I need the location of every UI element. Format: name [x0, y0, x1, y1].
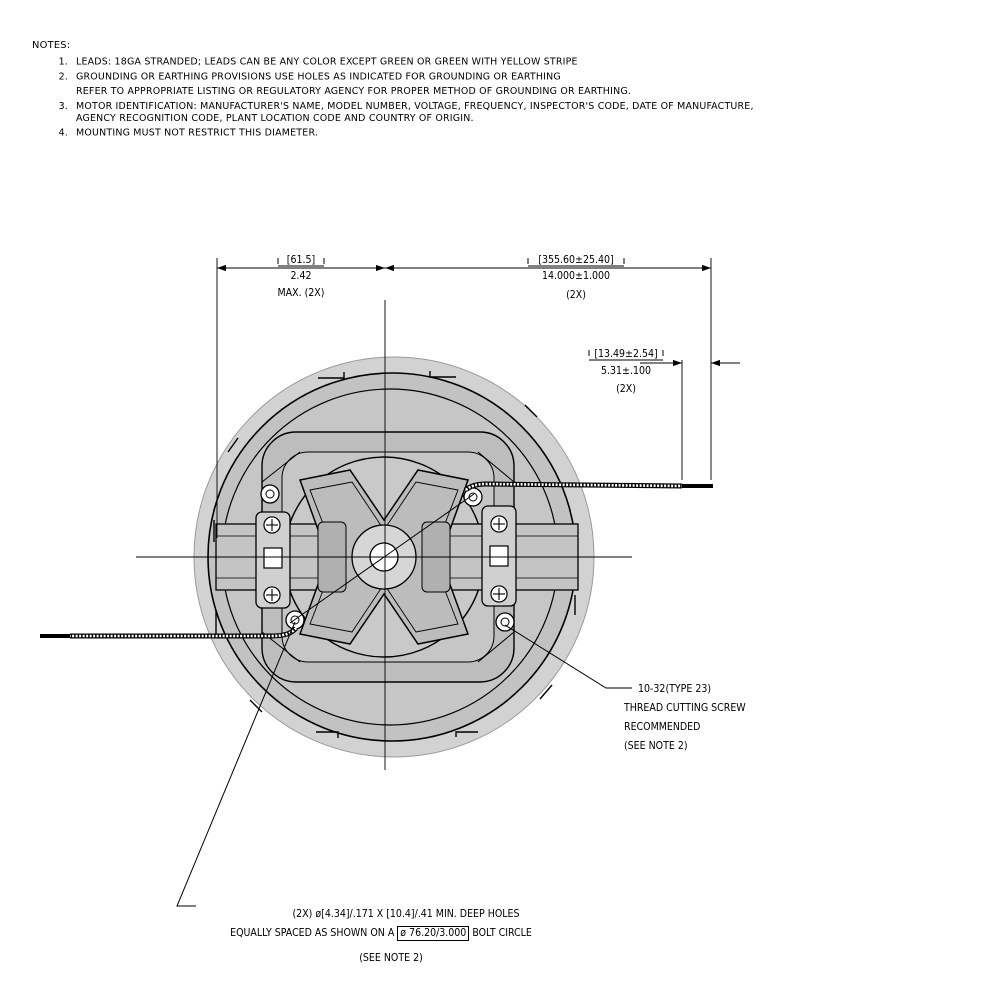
lead-wire-right [464, 481, 713, 492]
screw-icon [263, 586, 281, 604]
dim-strip-metric: [13.49±2.54] [594, 348, 657, 360]
note-text: MOTOR IDENTIFICATION: MANUFACTURER'S NAM… [76, 100, 754, 112]
bolt-circle-diagonal [289, 493, 475, 624]
hole-callout: (2X) ø[4.34]/.171 X [10.4]/.41 MIN. DEEP… [156, 905, 606, 968]
lead-wire-left [40, 626, 298, 639]
grounding-hole-upper [260, 484, 483, 507]
leader-lines [176, 621, 632, 907]
dim-right-qualifier: (2X) [566, 289, 586, 301]
screw-callout-line-1: 10-32(TYPE 23) [638, 683, 711, 695]
note-text: GROUNDING OR EARTHING PROVISIONS USE HOL… [76, 71, 561, 83]
note-text: LEADS: 18GA STRANDED; LEADS CAN BE ANY C… [76, 56, 578, 68]
note-text: MOUNTING MUST NOT RESTRICT THIS DIAMETER… [76, 127, 319, 139]
screw-callout-line-2: THREAD CUTTING SCREW [623, 702, 746, 714]
note-2: 2. GROUNDING OR EARTHING PROVISIONS USE … [32, 69, 992, 84]
screw-icon [490, 515, 508, 533]
note-3: 3. MOTOR IDENTIFICATION: MANUFACTURER'S … [32, 99, 992, 114]
dim-left-imperial: 2.42 [290, 270, 311, 282]
note-number: 1. [58, 56, 68, 68]
dimension-right: [355.60±25.40] 14.000±1.000 (2X) [528, 254, 624, 301]
dim-left-metric: [61.5] [287, 254, 315, 266]
dimension-tick-marks [277, 258, 664, 356]
bolt-circle-box: ø 76.20/3.000 [397, 926, 470, 941]
dim-right-imperial: 14.000±1.000 [542, 270, 610, 282]
hole-callout-prefix: EQUALLY SPACED AS SHOWN ON A [230, 927, 395, 939]
screw-callout-line-4: (SEE NOTE 2) [624, 740, 688, 752]
dimension-strip: [13.49±2.54] 5.31±.100 (2X) [589, 348, 663, 395]
screw-icon [263, 516, 281, 534]
screw-icon [490, 585, 508, 603]
notes-title: NOTES: [32, 38, 71, 51]
hole-callout-line-1: (2X) ø[4.34]/.171 X [10.4]/.41 MIN. DEEP… [292, 908, 520, 920]
dim-left-qualifier: MAX. (2X) [278, 287, 325, 299]
dimension-left: [61.5] 2.42 MAX. (2X) [278, 254, 325, 299]
note-number: 3. [58, 100, 68, 112]
hole-callout-line-3: (SEE NOTE 2) [359, 952, 423, 964]
hole-callout-line-2: EQUALLY SPACED AS SHOWN ON A ø 76.20/3.0… [156, 924, 606, 943]
screw-callout-line-3: RECOMMENDED [624, 721, 700, 733]
dimension-lines [217, 264, 740, 367]
note-number: 2. [58, 71, 68, 83]
note-3-continuation: AGENCY RECOGNITION CODE, PLANT LOCATION … [76, 112, 474, 124]
dim-strip-qualifier: (2X) [616, 383, 636, 395]
dim-strip-imperial: 5.31±.100 [601, 365, 651, 377]
dim-right-metric: [355.60±25.40] [538, 254, 613, 266]
note-1: 1. LEADS: 18GA STRANDED; LEADS CAN BE AN… [32, 55, 992, 70]
notes-block: NOTES: 1. LEADS: 18GA STRANDED; LEADS CA… [32, 38, 992, 140]
hole-callout-suffix: BOLT CIRCLE [472, 927, 532, 939]
screw-callout: 10-32(TYPE 23) THREAD CUTTING SCREW RECO… [623, 683, 746, 752]
center-lines [136, 300, 632, 770]
note-2-continuation: REFER TO APPROPRIATE LISTING OR REGULATO… [76, 85, 632, 97]
note-number: 4. [58, 127, 68, 139]
extension-lines [216, 258, 712, 538]
note-4: 4. MOUNTING MUST NOT RESTRICT THIS DIAME… [32, 125, 992, 140]
